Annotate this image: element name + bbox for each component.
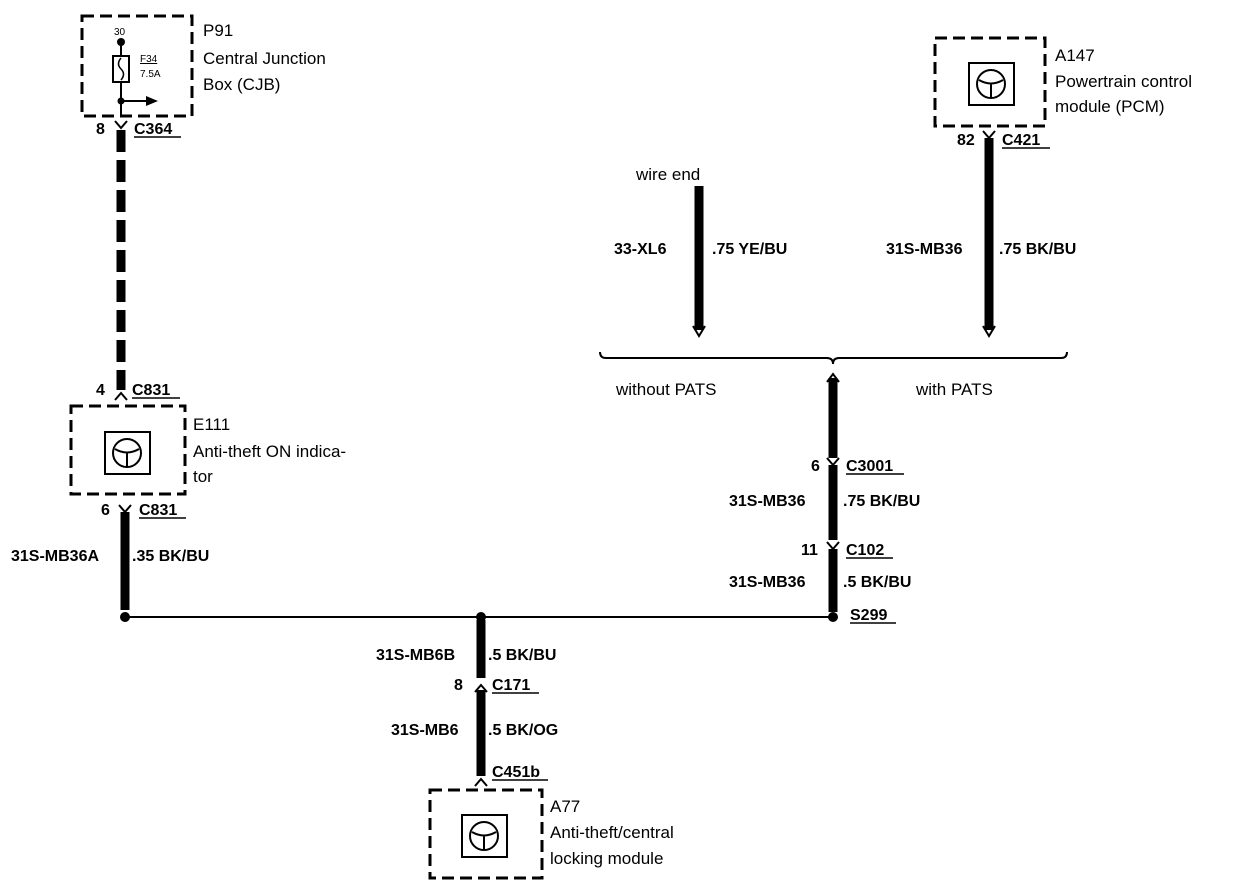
mb36-c3001-circuit: 31S-MB36 — [729, 493, 806, 510]
a77-id: A77 — [550, 797, 580, 816]
without-pats-label: without PATS — [615, 380, 716, 399]
connector-c364: 8 C364 — [96, 120, 181, 138]
fuse-rating: 7.5A — [140, 69, 161, 80]
e111-id: E111 — [193, 415, 230, 434]
xl6-circuit: 33-XL6 — [614, 241, 667, 258]
a77-name-line2: locking module — [550, 849, 663, 868]
c171-name: C171 — [492, 677, 530, 694]
e111-name-line2: tor — [193, 467, 213, 486]
connector-c3001: 6 C3001 — [811, 457, 904, 475]
connector-c102: 11 C102 — [801, 541, 893, 559]
c102-pin: 11 — [801, 542, 818, 559]
p91-box-outline — [80, 14, 194, 118]
a147-box-outline — [933, 36, 1047, 128]
c421-name: C421 — [1002, 132, 1040, 149]
mb36-c3001-spec: .75 BK/BU — [843, 493, 920, 510]
lamp-icon — [112, 438, 142, 468]
mb36-c102-circuit: 31S-MB36 — [729, 574, 806, 591]
c102-name: C102 — [846, 542, 884, 559]
p91-name-line1: Central Junction — [203, 49, 326, 68]
mb36-pcm-circuit: 31S-MB36 — [886, 241, 963, 258]
junction-dot-center — [476, 612, 486, 622]
c171-pin: 8 — [454, 677, 463, 694]
c3001-name: C3001 — [846, 458, 893, 475]
s299-label: S299 — [850, 607, 887, 624]
connector-c451b: C451b — [474, 764, 548, 787]
c3001-pin: 6 — [811, 458, 820, 475]
module-icon — [976, 69, 1006, 99]
connector-c831-top: 4 C831 — [96, 382, 180, 401]
a147-pcm: A147 Powertrain control module (PCM) — [933, 36, 1192, 128]
c831-bot-pin: 6 — [101, 502, 110, 519]
c831-bot-name: C831 — [139, 502, 177, 519]
c451b-name: C451b — [492, 764, 540, 781]
a147-id: A147 — [1055, 46, 1095, 65]
a147-name-line2: module (PCM) — [1055, 97, 1165, 116]
mb36-c102-spec: .5 BK/BU — [843, 574, 911, 591]
output-arrow-icon — [146, 96, 158, 106]
a77-name-line1: Anti-theft/central — [550, 823, 674, 842]
splice-s299-dot — [828, 612, 838, 622]
e111-indicator: E111 Anti-theft ON indica- tor — [69, 404, 346, 496]
fuse-label: F34 — [140, 54, 158, 65]
connector-c831-bottom: 6 C831 — [101, 502, 186, 519]
connector-c421: 82 C421 — [957, 130, 1050, 149]
p91-id: P91 — [203, 21, 233, 40]
c364-name: C364 — [134, 121, 172, 138]
wire-end-label: wire end — [635, 165, 700, 184]
c421-pin: 82 — [957, 132, 975, 149]
a147-name-line1: Powertrain control — [1055, 72, 1192, 91]
option-brace — [599, 351, 1068, 365]
c831-top-name: C831 — [132, 382, 170, 399]
mb6b-circuit: 31S-MB6B — [376, 647, 455, 664]
junction-dot-left — [120, 612, 130, 622]
mb6-spec: .5 BK/OG — [488, 722, 558, 739]
p91-name-line2: Box (CJB) — [203, 75, 280, 94]
mb6-circuit: 31S-MB6 — [391, 722, 459, 739]
connector-c171: 8 C171 — [454, 677, 539, 694]
p91-pin: 30 — [114, 27, 126, 38]
a77-box-outline — [428, 788, 544, 880]
c831-top-pin: 4 — [96, 382, 105, 399]
mb36a-circuit: 31S-MB36A — [11, 548, 99, 565]
c364-pin: 8 — [96, 121, 105, 138]
p91-cjb: 30 F34 7.5A P91 Central Junction Box (CJ… — [80, 14, 326, 118]
module-icon — [469, 821, 499, 851]
with-pats-label: with PATS — [915, 380, 993, 399]
mb36a-spec: .35 BK/BU — [132, 548, 209, 565]
mb36-pcm-spec: .75 BK/BU — [999, 241, 1076, 258]
xl6-spec: .75 YE/BU — [712, 241, 787, 258]
e111-box-outline — [69, 404, 187, 496]
a77-module: A77 Anti-theft/central locking module — [428, 788, 674, 880]
mb6b-spec: .5 BK/BU — [488, 647, 556, 664]
e111-name-line1: Anti-theft ON indica- — [193, 442, 346, 461]
